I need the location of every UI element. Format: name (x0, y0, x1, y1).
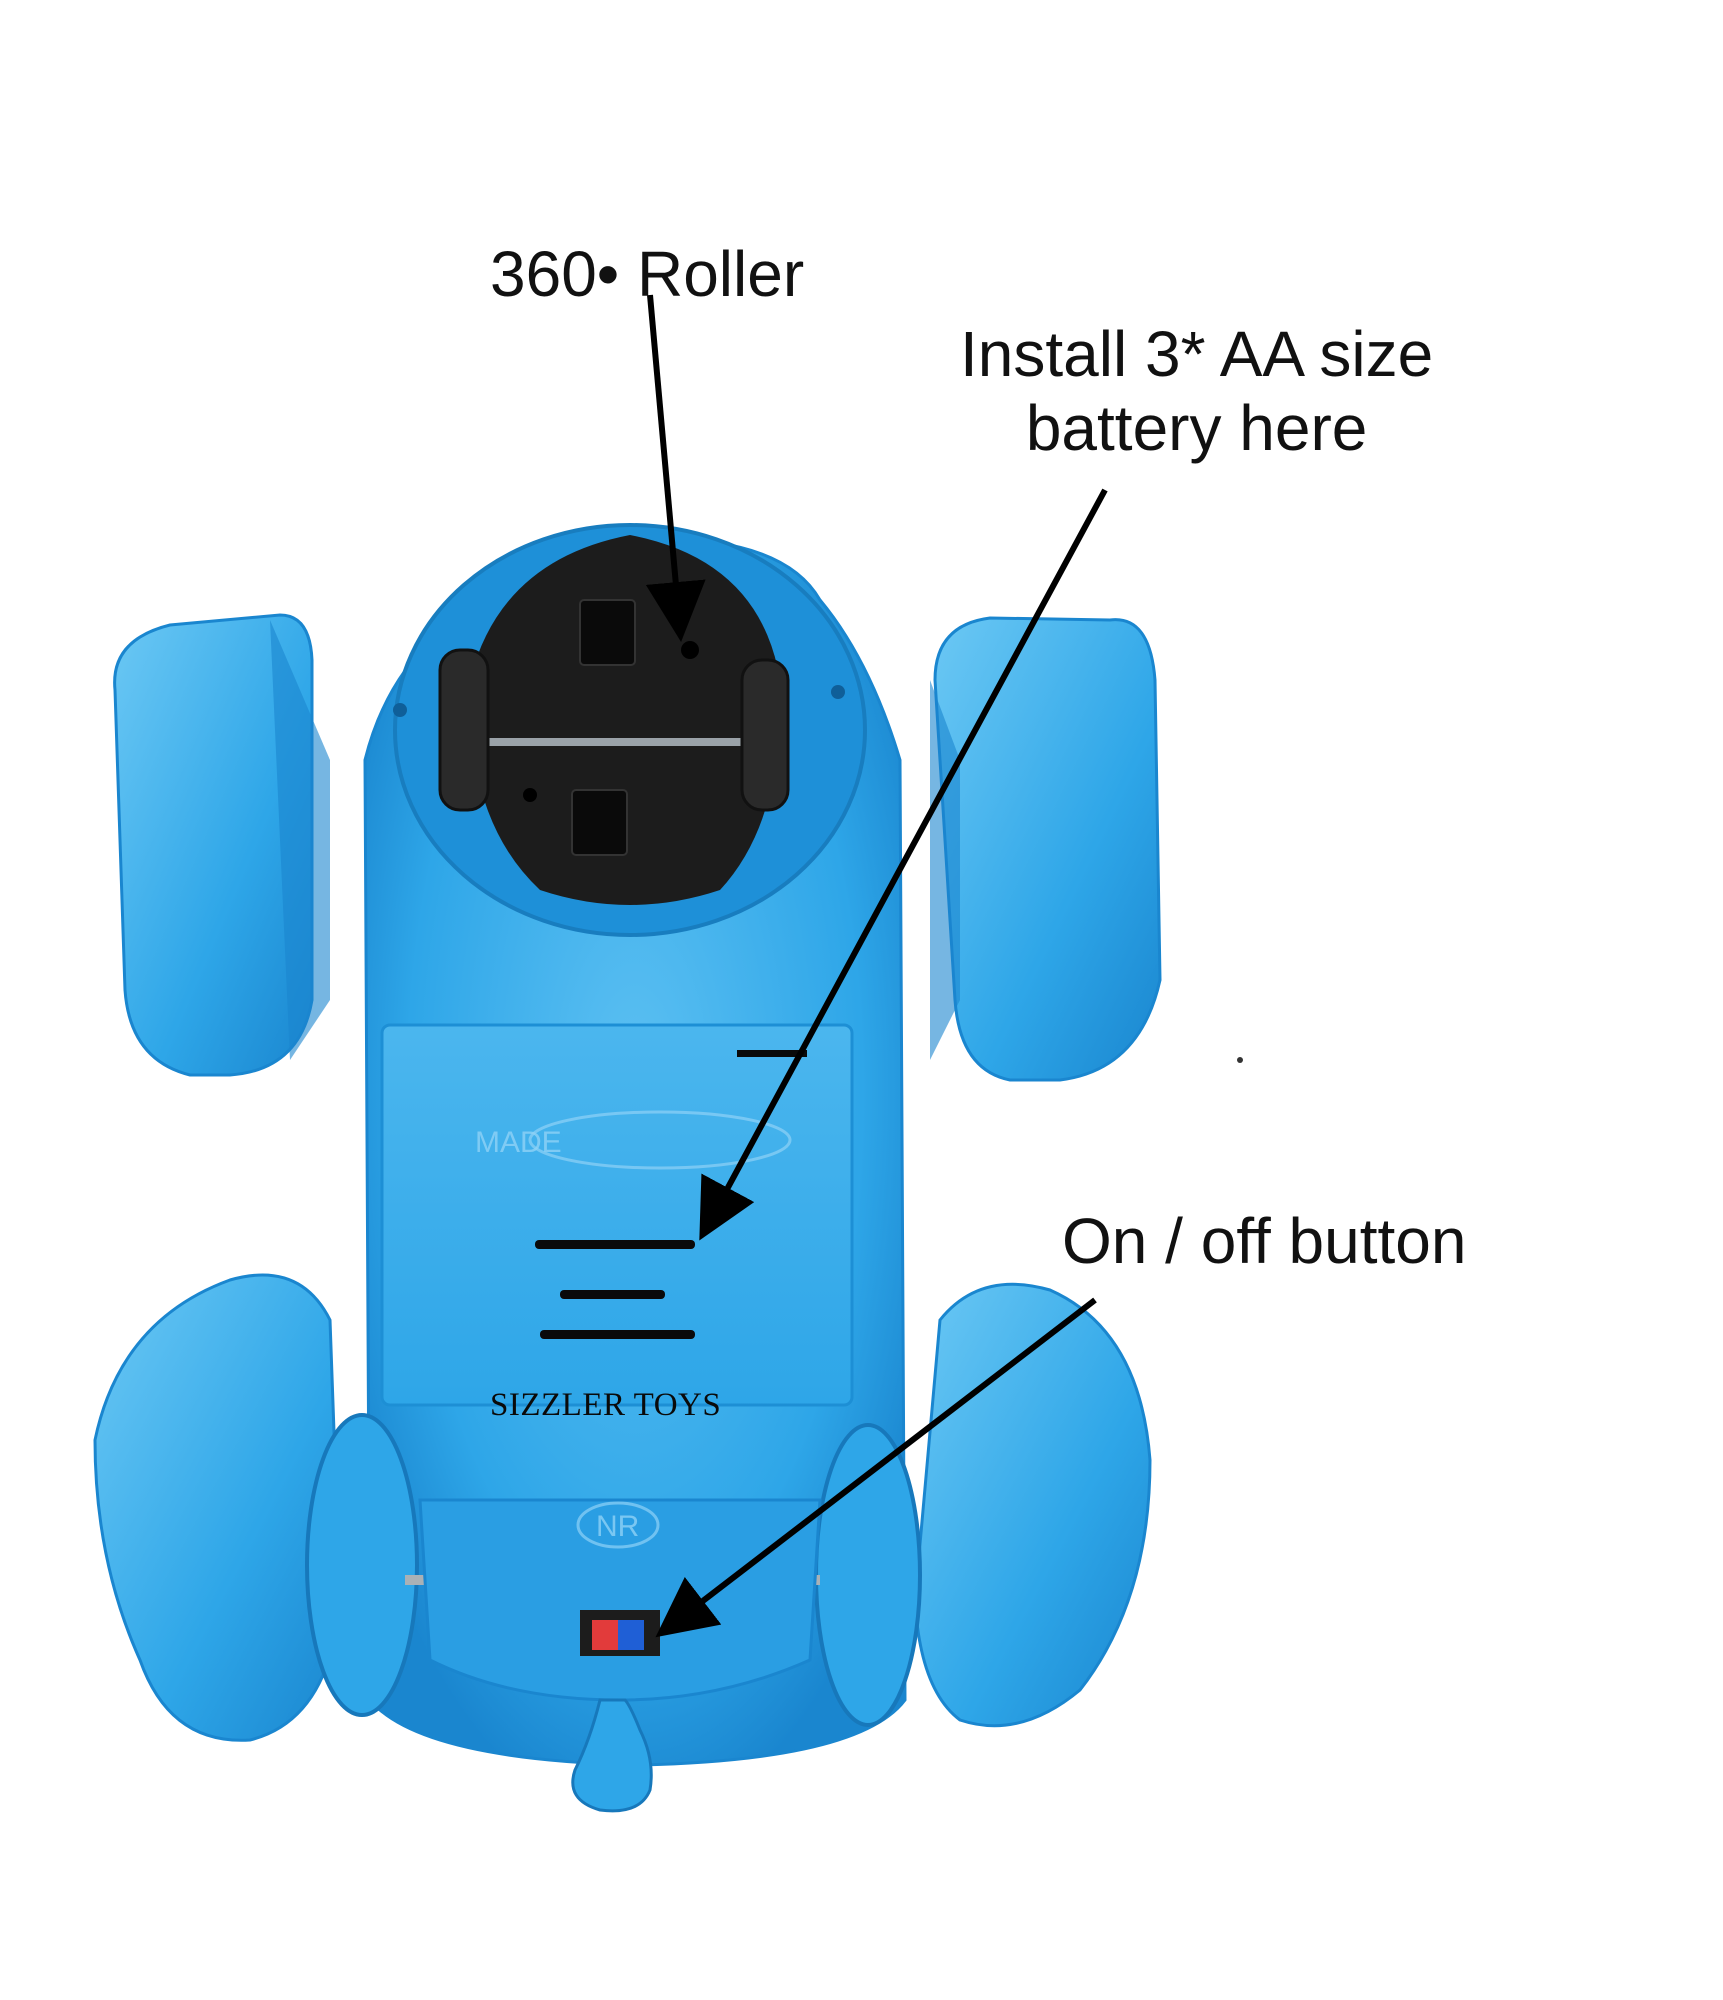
vent-line-3 (540, 1330, 695, 1339)
battery-callout: Install 3* AA size battery here (960, 318, 1433, 465)
toy-car: MADE SIZZLER TOYS NR (93, 523, 1162, 1813)
switch-red (592, 1620, 618, 1650)
vent-line-1 (535, 1240, 695, 1249)
bottom-left-flap (93, 1273, 342, 1742)
top-left-flap-inner (270, 620, 330, 1060)
roller-slot-top (579, 599, 636, 666)
vent-line-2 (560, 1290, 665, 1299)
roller-screw-1 (681, 641, 699, 659)
roller-screw-2 (523, 788, 537, 802)
tail-nub (571, 1698, 653, 1813)
battery-callout-line-2: battery here (1025, 391, 1368, 464)
body-hole-left (393, 703, 407, 717)
callout-arrows (645, 294, 1108, 1638)
arrow-battery (699, 488, 1108, 1241)
stray-dot (1237, 1057, 1243, 1063)
arrow-onoff (655, 1297, 1097, 1638)
switch-blue (618, 1620, 644, 1650)
on-off-callout: On / off button (1062, 1205, 1467, 1277)
roller-wheel-left (438, 648, 490, 812)
top-right-flap (933, 616, 1162, 1082)
badge-text: NR (596, 1510, 639, 1543)
body-hole-right (831, 685, 845, 699)
badge-emboss (576, 1501, 660, 1549)
arrow-roller (645, 294, 706, 642)
embossed-text: MADE (475, 1126, 562, 1159)
roller-wheel-right (740, 658, 790, 812)
battery-callout-line-1: Install 3* AA size (960, 318, 1434, 390)
roller-callout: 360• Roller (490, 238, 805, 310)
rear-wheel-left (305, 1413, 419, 1717)
embossed-logo (528, 1110, 792, 1170)
panel-mark (737, 1050, 807, 1057)
roller-axle (470, 738, 770, 746)
brand-text: SIZZLER TOYS (490, 1387, 721, 1423)
roller-slot-bottom (571, 789, 628, 856)
rear-wheel-right (814, 1423, 922, 1727)
battery-panel (380, 1023, 854, 1407)
